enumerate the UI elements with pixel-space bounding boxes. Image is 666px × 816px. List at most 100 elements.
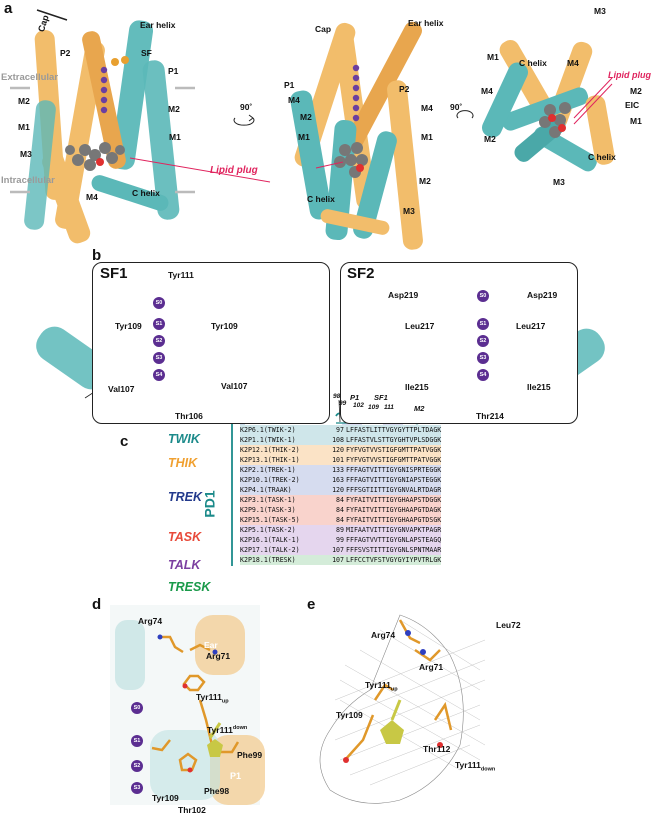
alignment-row-sequence: FFFAGTVITTIGYGNIAPSTEGGK: [346, 476, 442, 484]
sf1-title: SF1: [100, 265, 128, 282]
pos-98: 98: [333, 393, 341, 400]
a-intracellular: Intracellular: [1, 175, 55, 186]
a-rotate-label-1: 90˚: [240, 102, 253, 112]
alignment-row-name: K2P13.1(THIK-1): [240, 456, 300, 464]
a-right-m2-right: M2: [630, 86, 642, 96]
a-rotate-label-2: 90˚: [450, 102, 463, 112]
sf1-ion-s3: S3: [153, 352, 165, 364]
sf1-ion-s2: S2: [153, 335, 165, 347]
alignment-row-sequence: FFFAGTVVTTIGYGNLAPSTEAGQ: [346, 536, 442, 544]
a-right-m4-left: M4: [481, 86, 493, 96]
d-ion-s0: S0: [131, 702, 143, 714]
a-right-m2-left: M2: [484, 134, 496, 144]
pos-111: 111: [384, 404, 394, 411]
alignment-row-sequence: MIFAATVITTIGYGNVAPKTPAGR: [346, 526, 442, 534]
panel-label-e: e: [307, 596, 316, 613]
sf2-title: SF2: [347, 265, 375, 282]
d-phe98: Phe98: [204, 786, 230, 796]
d-phe99: Phe99: [237, 750, 263, 760]
sf1-val107-left: Val107: [108, 384, 135, 394]
sf2-ion-s2: S2: [477, 335, 489, 347]
d-arg71: Arg71: [206, 651, 231, 661]
sf1-p1-right: P1: [244, 342, 256, 352]
a-mid-m4-right: M4: [421, 103, 433, 113]
a-left-m2-right: M2: [168, 104, 180, 114]
a-left-m3: M3: [20, 149, 32, 159]
sf2-asp219-right: Asp219: [527, 290, 558, 300]
structure-a-left: [24, 20, 180, 244]
a-mid-c-helix: C helix: [307, 194, 335, 204]
a-right-c-helix-top: C helix: [519, 58, 547, 68]
a-left-m2-left: M2: [18, 96, 30, 106]
alignment-row-name: K2P5.1(TASK-2): [240, 526, 296, 534]
sf1-ion-s4: S4: [153, 369, 165, 381]
e-arg71: Arg71: [419, 662, 444, 672]
a-mid-m2-left: M2: [300, 112, 312, 122]
a-right-m3-top: M3: [594, 6, 606, 16]
a-mid-p2: P2: [399, 84, 410, 94]
sf1-ion-s1: S1: [153, 318, 165, 330]
alignment-row-sequence: FYFAITVITTIGYGHAAPGTDSGK: [346, 516, 442, 524]
e-tyr109: Tyr109: [336, 710, 363, 720]
alignment-row-start: 84: [336, 496, 344, 504]
sf2-ion-s1: S1: [477, 318, 489, 330]
family-twik: TWIK: [168, 432, 200, 446]
structure-e-density: [319, 614, 486, 804]
family-tresk: TRESK: [168, 580, 211, 594]
family-trek: TREK: [168, 490, 203, 504]
alignment-row-name: K2P18.1(TRESK): [240, 556, 296, 564]
e-thr112: Thr112: [423, 744, 451, 754]
a-right-c-helix-bottom: C helix: [588, 152, 616, 162]
sf1-tyr109-right: Tyr109: [211, 321, 238, 331]
alignment-row-start: 84: [336, 516, 344, 524]
alignment-row-name: K2P12.1(THIK-2): [240, 446, 300, 454]
alignment-row-sequence: FYFAITVITTIGYGHAAPGTDAGK: [346, 506, 442, 514]
sf2-ile215-right: Ile215: [527, 382, 551, 392]
alignment-row-sequence: FFFAGTVITTIGYGNISPRTEGGK: [346, 466, 442, 474]
alignment-row-start: 120: [332, 446, 344, 454]
a-mid-m2-right: M2: [419, 176, 431, 186]
sf1-val107-right: Val107: [221, 381, 248, 391]
e-tyr111-down: Tyr111down: [455, 760, 496, 773]
alignment-row-sequence: FFFSVSTITTIGYGNLSPNTMAAR: [346, 546, 442, 554]
sf2-ion-s4: S4: [477, 369, 489, 381]
sf1-tyr111: Tyr111: [168, 270, 194, 280]
sf2-thr214: Thr214: [476, 411, 504, 421]
d-ion-s2: S2: [131, 760, 143, 772]
a-extracellular: Extracellular: [1, 72, 59, 83]
d-thr102: Thr102: [178, 805, 206, 815]
alignment-row-start: 84: [336, 506, 344, 514]
e-leu72: Leu72: [496, 620, 521, 630]
alignment-row-sequence: FFFSGTIITTIGYGNVALRTDAGR: [346, 486, 442, 494]
sf2-asp219-left: Asp219: [388, 290, 419, 300]
pos-m2: M2: [414, 404, 425, 413]
group-pd1: PD1: [201, 490, 218, 518]
alignment-row-sequence: FYFVGTVVSTIGFGMTTPATVGGK: [346, 446, 442, 454]
a-right-eic: EIC: [625, 100, 640, 110]
a-left-c-helix: C helix: [132, 188, 160, 198]
a-left-m1-left: M1: [18, 122, 30, 132]
sf1-tyr109-left: Tyr109: [115, 321, 142, 331]
a-left-sf: SF: [141, 48, 152, 58]
a-right-m1-top: M1: [487, 52, 499, 62]
alignment-row-start: 108: [332, 436, 344, 444]
sf2-leu217-right: Leu217: [516, 321, 546, 331]
family-talk: TALK: [168, 558, 201, 572]
alignment-row-sequence: LFFASTVLSTTGYGHTVPLSDGGK: [346, 436, 442, 444]
alignment-row-name: K2P9.1(TASK-3): [240, 506, 296, 514]
a-right-m3-bottom: M3: [553, 177, 565, 187]
sf2-ile215-left: Ile215: [405, 382, 429, 392]
a-left-m1-right: M1: [169, 132, 181, 142]
a-left-m4: M4: [86, 192, 98, 202]
pos-p1: P1: [350, 393, 360, 402]
